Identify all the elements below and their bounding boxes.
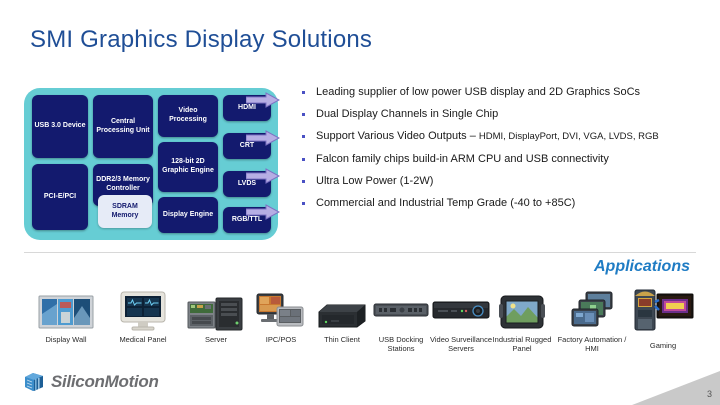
applications-heading: Applications: [593, 258, 690, 275]
bullet-text: Leading supplier of low power USB displa…: [316, 86, 641, 98]
bullet-text: Commercial and Industrial Temp Grade (-4…: [316, 196, 576, 209]
application-caption: Video Surveillance Servers: [430, 335, 492, 354]
application-caption: Thin Client: [324, 335, 360, 344]
bullet-item: Leading supplier of low power USB displa…: [296, 86, 704, 99]
corner-wedge: [632, 371, 720, 405]
diagram-block-video-processing: Video Processing: [158, 95, 218, 137]
diagram-block-display-engine: Display Engine: [158, 197, 218, 233]
application-item-factory-automation: Factory Automation / HMI: [554, 288, 630, 354]
application-caption: Medical Panel: [119, 335, 167, 344]
bullet-item: Support Various Video Outputs – HDMI, Di…: [296, 130, 704, 143]
ipc-pos-icon: [250, 288, 312, 332]
factory-automation-icon: [554, 288, 630, 332]
bullet-text: Ultra Low Power (1-2W): [316, 174, 434, 187]
gaming-icon: [630, 288, 696, 332]
video-surveillance-icon: [430, 288, 492, 332]
diagram-block-pci-e-pci: PCI-E/PCI: [32, 164, 88, 230]
bullet-text: Support Various Video Outputs –: [316, 130, 479, 143]
bullet-text: Falcon family chips build-in ARM CPU and…: [316, 152, 609, 165]
output-arrow-icon: [246, 168, 280, 184]
bullet-item: Commercial and Industrial Temp Grade (-4…: [296, 197, 704, 210]
industrial-rugged-panel-icon: [490, 288, 554, 332]
siliconmotion-cube-icon: [25, 373, 43, 391]
bullet-item: Dual Display Channels in Single Chip: [296, 108, 704, 121]
application-item-thin-client: Thin Client: [310, 288, 374, 344]
page-title: SMI Graphics Display Solutions: [30, 26, 373, 53]
bullet-item: Falcon family chips build-in ARM CPU and…: [296, 153, 704, 166]
diagram-block-usb3-device: USB 3.0 Device: [32, 95, 88, 158]
medical-panel-icon: [106, 288, 180, 332]
application-caption: Industrial Rugged Panel: [492, 335, 552, 354]
diagram-block-graphic-engine: 128-bit 2D Graphic Engine: [158, 142, 218, 192]
output-arrow-icon: [246, 204, 280, 220]
output-arrow-icon: [246, 130, 280, 146]
application-item-ipc-pos: IPC/POS: [250, 288, 312, 344]
bullet-item: Ultra Low Power (1-2W): [296, 175, 704, 188]
feature-bullet-list: Leading supplier of low power USB displa…: [296, 86, 704, 219]
application-item-server: Server: [182, 288, 250, 344]
application-caption: Display Wall: [45, 335, 87, 344]
application-item-video-surveillance: Video Surveillance Servers: [430, 288, 492, 354]
company-logo: SiliconMotion: [22, 370, 159, 394]
soc-block-diagram: USB 3.0 Device PCI-E/PCI Central Process…: [24, 88, 278, 240]
applications-row: Display Wall Medical Panel: [22, 288, 702, 368]
application-item-display-wall: Display Wall: [30, 288, 102, 344]
application-item-gaming: Gaming: [630, 288, 696, 350]
server-icon: [182, 288, 250, 332]
page-number: 3: [706, 389, 712, 399]
application-caption: Factory Automation / HMI: [557, 335, 627, 354]
application-caption: USB Docking Stations: [378, 335, 424, 354]
output-arrow-icon: [246, 92, 280, 108]
bullet-text-secondary: HDMI, DisplayPort, DVI, VGA, LVDS, RGB: [478, 131, 659, 143]
bullet-text: Dual Display Channels in Single Chip: [316, 108, 499, 121]
application-caption: Gaming: [649, 341, 677, 350]
application-caption: IPC/POS: [265, 335, 297, 344]
display-wall-icon: [30, 288, 102, 332]
application-item-usb-docking: USB Docking Stations: [370, 288, 432, 354]
application-item-industrial-rugged: Industrial Rugged Panel: [490, 288, 554, 354]
company-wordmark: SiliconMotion: [51, 372, 159, 391]
application-item-medical-panel: Medical Panel: [106, 288, 180, 344]
section-divider: [24, 252, 696, 253]
application-caption: Server: [204, 335, 228, 344]
diagram-block-sdram-memory: SDRAM Memory: [98, 195, 152, 228]
thin-client-icon: [310, 288, 374, 332]
usb-docking-icon: [370, 288, 432, 332]
diagram-block-cpu: Central Processing Unit: [93, 95, 153, 158]
